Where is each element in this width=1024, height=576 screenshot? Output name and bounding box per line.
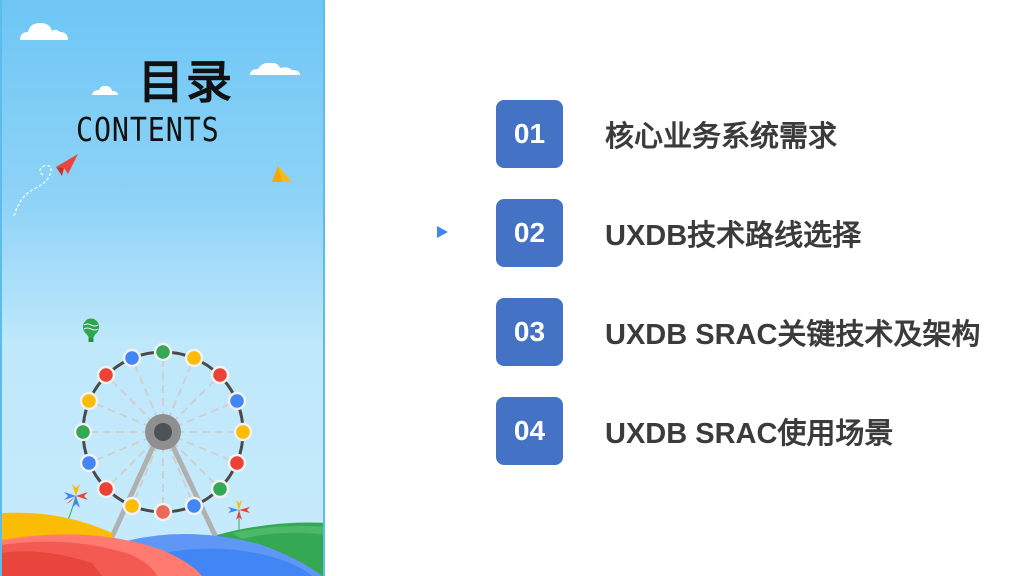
slide-title-english: CONTENTS (76, 110, 220, 149)
cloud-icon (92, 85, 118, 95)
paper-plane-icon (272, 166, 292, 182)
pinwheel-icon (64, 484, 88, 521)
slide-title-chinese: 目录 (138, 55, 234, 109)
toc-item-3[interactable]: 03 UXDB SRAC关键技术及架构 (496, 298, 980, 366)
ferris-wheel-icon (73, 342, 253, 553)
toc-item-2[interactable]: 02 UXDB技术路线选择 (496, 199, 861, 267)
toc-number-badge: 03 (496, 298, 563, 366)
cloud-icon (20, 23, 68, 40)
toc-item-label: UXDB技术路线选择 (605, 220, 862, 252)
paper-plane-icon (13, 154, 78, 217)
hot-air-balloon-icon (83, 318, 99, 342)
toc-item-label: UXDB SRAC关键技术及架构 (605, 319, 981, 351)
toc-number-badge: 04 (496, 397, 563, 465)
toc-number-badge: 02 (496, 199, 563, 267)
cover-illustration-panel: 目录 CONTENTS (0, 0, 325, 576)
toc-item-4[interactable]: 04 UXDB SRAC使用场景 (496, 397, 893, 465)
toc-item-label: 核心业务系统需求 (605, 121, 838, 153)
pinwheel-icon (228, 500, 250, 532)
hills-icon (2, 512, 323, 576)
active-item-marker-icon (437, 226, 448, 238)
toc-number-badge: 01 (496, 100, 563, 168)
cloud-icon (250, 62, 300, 75)
toc-item-1[interactable]: 01 核心业务系统需求 (496, 100, 837, 168)
toc-item-label: UXDB SRAC使用场景 (605, 418, 894, 450)
